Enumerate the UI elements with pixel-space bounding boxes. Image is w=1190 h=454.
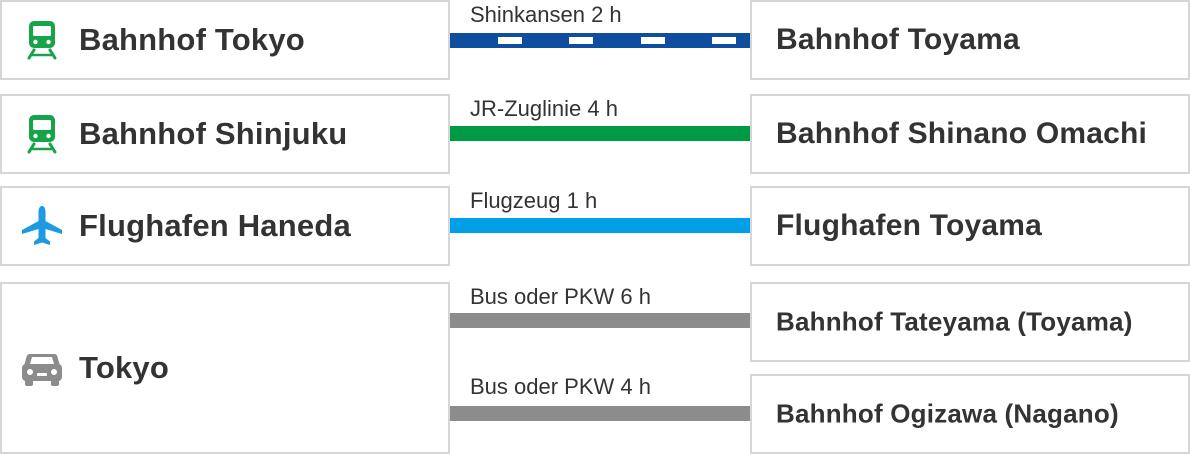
destination-label: Flughafen Toyama [776,209,1043,242]
destination-label: Bahnhof Ogizawa (Nagano) [776,398,1119,429]
flight-line [450,218,750,233]
line-dash [641,37,665,44]
origin-label: Flughafen Haneda [79,208,351,243]
destination-box-tateyama-station: Bahnhof Tateyama (Toyama) [750,282,1190,362]
destination-box-shinano-omachi: Bahnhof Shinano Omachi [750,94,1190,174]
origin-box-tokyo: Tokyo [0,282,450,454]
destination-label: Bahnhof Toyama [776,23,1020,56]
destination-box-toyama-station: Bahnhof Toyama [750,0,1190,80]
connection-label: JR-Zuglinie 4 h [470,96,618,121]
line-dash [498,37,522,44]
road-line [450,406,750,421]
origin-box-shinjuku-station: Bahnhof Shinjuku [0,94,450,174]
connection-label: Bus oder PKW 4 h [470,374,651,399]
connection-label: Shinkansen 2 h [470,2,622,27]
destination-box-toyama-airport: Flughafen Toyama [750,186,1190,266]
line-dash [569,37,593,44]
train-icon [27,115,57,154]
connection-label: Bus oder PKW 6 h [470,284,651,309]
destination-box-ogizawa-station: Bahnhof Ogizawa (Nagano) [750,374,1190,454]
origin-box-haneda-airport: Flughafen Haneda [0,186,450,266]
connection-label: Flugzeug 1 h [470,188,598,213]
airplane-icon [22,206,62,245]
origin-label: Bahnhof Shinjuku [79,116,348,151]
origin-label: Bahnhof Tokyo [79,22,305,57]
road-line [450,313,750,328]
jr-line [450,126,750,141]
shinkansen-line [450,33,750,48]
car-icon [22,354,62,386]
destination-label: Bahnhof Shinano Omachi [776,117,1148,150]
origin-label: Tokyo [79,350,169,385]
line-dash [712,37,736,44]
origin-box-tokyo-station: Bahnhof Tokyo [0,0,450,80]
destination-label: Bahnhof Tateyama (Toyama) [776,306,1133,337]
train-icon [27,21,57,60]
